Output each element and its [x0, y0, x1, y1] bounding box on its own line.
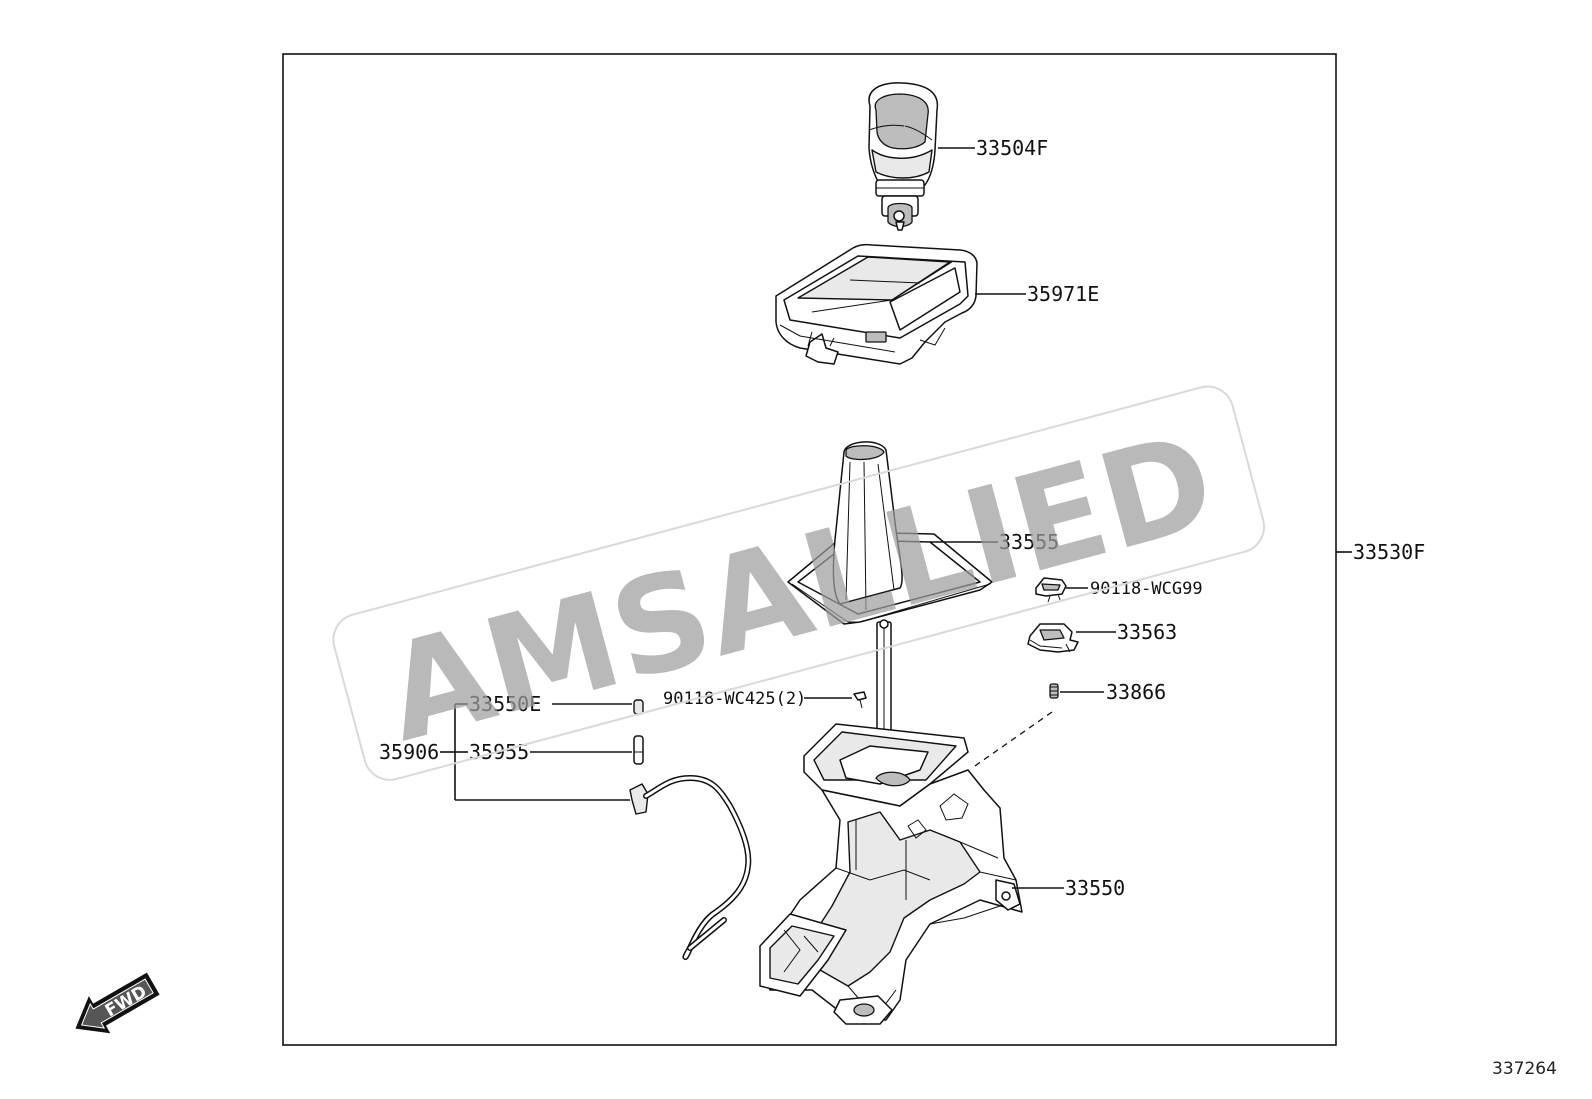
cable-illustration[interactable] — [629, 774, 752, 960]
shift-bezel-illustration[interactable] — [775, 243, 978, 365]
callout-shifter: 33550 — [1065, 876, 1125, 900]
dashed-assembly-line — [971, 711, 1053, 769]
holder-illustration[interactable] — [1027, 623, 1079, 653]
callout-holder: 33563 — [1117, 620, 1177, 644]
illustration-number: 337264 — [1492, 1059, 1557, 1079]
callout-knob: 33504F — [976, 136, 1048, 160]
fwd-direction-badge: FWD — [75, 972, 160, 1034]
callout-clip-top: 90118-WCG99 — [1090, 579, 1203, 599]
shifter-assembly-illustration[interactable] — [759, 619, 1023, 1025]
callout-screw: 90118-WC425(2) — [663, 689, 806, 709]
shift-knob-illustration[interactable] — [868, 82, 939, 231]
watermark: AMSALLIED — [332, 385, 1266, 781]
callout-sub-pin: 33550E — [469, 692, 541, 716]
rod-illustration[interactable] — [633, 735, 644, 765]
callout-bezel: 35971E — [1027, 282, 1099, 306]
callout-spring: 33866 — [1106, 680, 1166, 704]
clip-illustration[interactable] — [1035, 577, 1067, 603]
callout-frame: 33530F — [1353, 540, 1425, 564]
shift-boot-illustration[interactable] — [787, 441, 993, 625]
screw-illustration[interactable] — [853, 691, 867, 709]
callout-boot: 33555 — [999, 530, 1059, 554]
diagram-frame — [282, 53, 1337, 1046]
spring-illustration[interactable] — [1049, 683, 1059, 699]
callout-group: 35906 — [379, 740, 439, 764]
